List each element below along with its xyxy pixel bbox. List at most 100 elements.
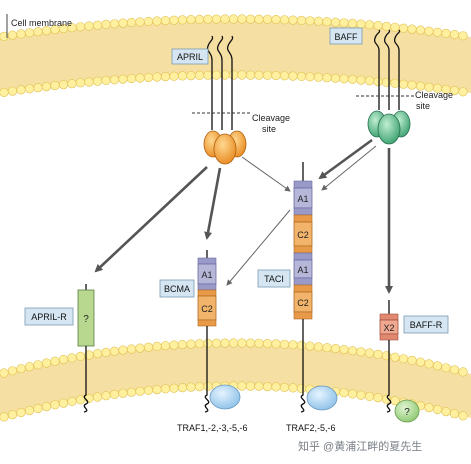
lipid-head xyxy=(58,354,69,365)
lipid-head xyxy=(288,383,298,393)
lipid-head xyxy=(75,22,86,32)
taci-a1-bottom-label: A1 xyxy=(297,265,308,275)
baff-ligand xyxy=(373,29,401,110)
lipid-head xyxy=(169,71,179,81)
lipid-head xyxy=(279,15,290,25)
lipid-head xyxy=(109,19,120,29)
lipid-head xyxy=(211,70,222,80)
lipid-head xyxy=(373,76,383,87)
lipid-head xyxy=(262,382,273,392)
lipid-head xyxy=(432,404,443,415)
april-label-box xyxy=(171,48,209,65)
lipid-head xyxy=(254,338,264,348)
lipid-head xyxy=(160,15,171,26)
lipid-head xyxy=(126,387,137,397)
lipid-head xyxy=(135,386,145,396)
lipid-head xyxy=(432,27,443,37)
lipid-head xyxy=(415,357,426,367)
lipid-head xyxy=(50,356,60,366)
lipid-head xyxy=(245,338,256,348)
lipid-head xyxy=(16,407,26,418)
bcma-tail xyxy=(204,326,210,413)
lipid-head xyxy=(152,341,162,352)
baff-r-unknown-blob xyxy=(394,399,420,423)
lipid-head xyxy=(135,17,145,27)
lipid-head xyxy=(220,338,230,348)
lipid-head xyxy=(118,345,128,355)
lipid-head xyxy=(407,80,417,90)
lipid-head xyxy=(262,339,273,349)
april-r-label: APRIL-R xyxy=(31,312,67,322)
bcma-a1-label: A1 xyxy=(201,270,212,280)
lipid-head xyxy=(109,389,120,400)
lipid-head xyxy=(109,346,120,356)
lipid-head xyxy=(330,73,341,83)
lipid-head xyxy=(364,348,375,358)
lipid-head xyxy=(101,19,111,29)
lipid-head xyxy=(41,402,52,412)
lipid-head xyxy=(339,388,349,398)
lipid-head xyxy=(152,72,162,82)
lipid-head xyxy=(7,410,18,420)
lipid-head xyxy=(330,344,341,354)
bcma-c2-label: C2 xyxy=(201,304,213,314)
lipid-head xyxy=(92,76,103,86)
lipid-head xyxy=(24,84,35,94)
lipid-head xyxy=(101,391,111,401)
lipid-head xyxy=(84,77,94,87)
april-site-label: site xyxy=(262,124,276,134)
lipid-head xyxy=(50,80,60,91)
lipid-head xyxy=(177,15,188,25)
lipid-head xyxy=(424,26,434,36)
lipid-head xyxy=(373,20,383,31)
lipid-head xyxy=(101,347,111,358)
lipid-head xyxy=(330,17,341,27)
lipid-head xyxy=(390,78,400,88)
lipid-head xyxy=(356,347,366,357)
lipid-head xyxy=(322,17,332,27)
lipid-head xyxy=(245,381,256,391)
lipid-head xyxy=(458,87,468,97)
lipid-head xyxy=(288,71,298,81)
arrow-april-to-bcma xyxy=(204,167,222,240)
lipid-head xyxy=(24,28,35,38)
lipid-head xyxy=(143,385,154,396)
lipid-head xyxy=(407,24,417,34)
lipid-head xyxy=(24,405,35,416)
arrow-baff-to-taci xyxy=(318,138,373,180)
lipid-head xyxy=(135,73,145,83)
lipid-head xyxy=(203,70,213,80)
lipid-head xyxy=(194,70,205,80)
lipid-head xyxy=(33,27,43,37)
lipid-head xyxy=(398,354,409,364)
lipid-head xyxy=(254,381,264,391)
lipid-head xyxy=(432,361,443,371)
taci-traf-label: TRAF2,-5,-6 xyxy=(286,423,336,433)
lipid-head xyxy=(16,29,26,39)
cell-membrane-label: Cell membrane xyxy=(11,18,72,28)
lipid-head xyxy=(0,368,9,378)
bcma-receptor: A1 C2 BCMA TRAF1,-2,-3,-5,-6 xyxy=(159,250,248,433)
lipid-head xyxy=(398,79,409,89)
lipid-head xyxy=(245,70,256,80)
lipid-head xyxy=(271,70,281,81)
baff-label-box xyxy=(329,27,363,45)
lipid-head xyxy=(254,14,264,24)
lipid-head xyxy=(347,389,358,399)
lipid-head xyxy=(220,14,230,24)
lipid-head xyxy=(313,342,324,352)
bcma-label-box xyxy=(159,279,195,298)
lipid-head xyxy=(50,400,60,410)
lipid-head xyxy=(356,390,366,400)
lipid-head xyxy=(143,16,154,27)
bcma-traf-blob xyxy=(209,384,241,410)
lipid-head xyxy=(296,383,307,394)
lipid-head xyxy=(101,75,111,85)
taci-label: TACI xyxy=(264,274,284,284)
lipid-head xyxy=(16,85,26,95)
lipid-head xyxy=(75,78,86,88)
lipid-head xyxy=(237,381,247,391)
lipid-head xyxy=(143,72,154,83)
binding-arrows xyxy=(94,138,393,294)
lipid-head xyxy=(126,17,137,28)
